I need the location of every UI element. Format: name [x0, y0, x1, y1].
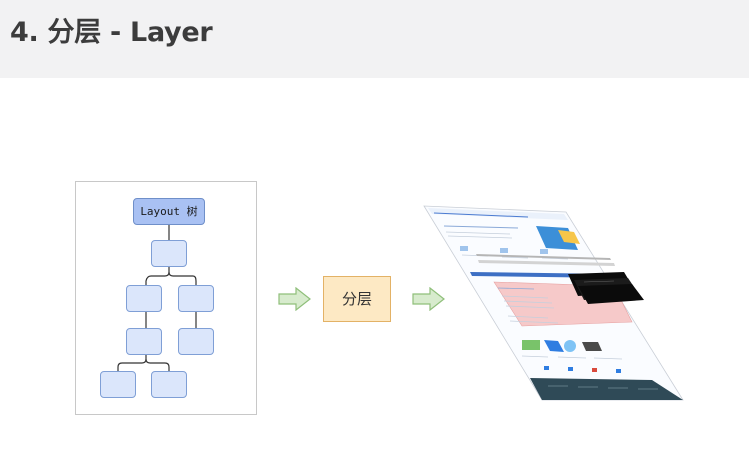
slide-title: 4. 分层 - Layer: [10, 17, 213, 48]
tree-connectors: [117, 225, 197, 371]
tree-node: [126, 328, 162, 355]
slide-header: 4. 分层 - Layer: [0, 0, 749, 78]
tree-node: [178, 285, 214, 312]
right-arrow-icon: [278, 287, 311, 311]
tree-node: [126, 285, 162, 312]
tree-node: [100, 371, 136, 398]
tree-node: [178, 328, 214, 355]
right-arrow-icon: [412, 287, 445, 311]
tree-node: [151, 371, 187, 398]
layer-process-box: 分层: [323, 276, 391, 322]
layout-tree-root-node: Layout 树: [133, 198, 205, 225]
tree-node: [151, 240, 187, 267]
layout-tree-panel: Layout 树: [75, 181, 257, 415]
layers-illustration: [423, 205, 684, 401]
